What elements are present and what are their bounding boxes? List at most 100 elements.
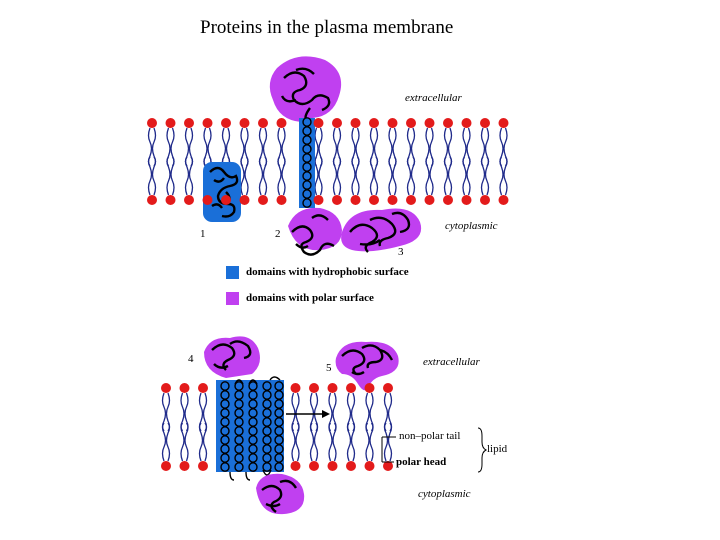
lipid-head xyxy=(498,195,509,205)
diagram-title: Proteins in the plasma membrane xyxy=(200,17,454,38)
lipid-tail xyxy=(188,156,194,196)
lipid-head xyxy=(327,461,338,471)
helix-turn xyxy=(248,462,258,472)
lipid-head xyxy=(239,118,250,128)
lipid-tail xyxy=(161,422,167,462)
lipid-tail xyxy=(202,422,208,462)
lipid-tail xyxy=(387,422,393,462)
lipid-head xyxy=(369,118,379,128)
lipid-tail xyxy=(244,156,249,196)
lipid-head xyxy=(424,195,435,205)
lipid-head xyxy=(147,118,157,128)
lipid-tail xyxy=(410,156,416,196)
helix-loop xyxy=(234,379,272,476)
lipid-head xyxy=(202,195,213,205)
lipid-head xyxy=(165,195,176,205)
legend-label-hydrophobic: domains with hydrophobic surface xyxy=(246,266,409,278)
lipid-head xyxy=(179,461,190,471)
label-cytoplasmic-bottom: cytoplasmic xyxy=(418,488,471,500)
protein-2-extracellular-chain xyxy=(280,67,331,121)
legend-swatch-hydrophobic xyxy=(226,266,239,279)
protein-number-2: 2 xyxy=(275,228,281,240)
lipid-head xyxy=(424,118,435,128)
helix-turn xyxy=(234,462,244,472)
lipid-tail xyxy=(198,422,204,462)
helix-turn xyxy=(262,462,272,472)
lipid-tail xyxy=(281,156,286,196)
lipid-tail xyxy=(406,156,412,196)
lipid-head xyxy=(364,383,375,393)
lipid-head xyxy=(258,195,268,205)
lipid-tail xyxy=(184,422,189,462)
lipid-head xyxy=(161,461,171,471)
top-lipid-tails xyxy=(147,127,508,196)
lipid-head xyxy=(350,195,361,205)
protein-4-helices xyxy=(220,376,284,481)
lipid-tail xyxy=(499,156,504,196)
protein-2-cytoplasmic-domain xyxy=(288,207,342,251)
lipid-head xyxy=(165,118,176,128)
lipid-tail xyxy=(355,156,360,196)
lipid-tail xyxy=(503,156,508,196)
lipid-tail xyxy=(373,156,379,196)
protein-3-polar-domain xyxy=(341,208,422,252)
lipid-tail xyxy=(332,156,338,196)
lipid-head xyxy=(161,383,171,393)
helix-turn xyxy=(274,462,284,472)
label-cytoplasmic-top: cytoplasmic xyxy=(445,220,498,232)
lipid-head xyxy=(309,383,319,393)
lipid-tail xyxy=(447,156,453,196)
lipid-tail xyxy=(240,156,245,196)
lipid-head xyxy=(480,118,490,128)
lipid-tail xyxy=(151,156,157,196)
lipid-tail xyxy=(480,156,486,196)
lipid-head xyxy=(387,118,398,128)
lipid-tail xyxy=(295,422,300,462)
lipid-head xyxy=(198,461,208,471)
lipid-tail xyxy=(180,422,185,462)
lipid-tail xyxy=(332,422,337,462)
lipid-head xyxy=(332,118,342,128)
lipid-tail xyxy=(346,422,352,462)
protein-2-helix xyxy=(302,117,312,208)
lipid-tail xyxy=(429,156,434,196)
protein-4-cytoplasmic-chain xyxy=(261,479,298,513)
lipid-head xyxy=(221,195,231,205)
lipid-head xyxy=(198,383,208,393)
label-lipid: lipid xyxy=(487,443,508,455)
lipid-head xyxy=(406,195,416,205)
lipid-head xyxy=(443,118,453,128)
lipid-tail xyxy=(314,156,319,196)
protein-2-cytoplasmic-chain xyxy=(291,214,335,256)
legend-label-polar: domains with polar surface xyxy=(246,292,374,304)
lipid-tail xyxy=(383,422,389,462)
pointer-arrowhead xyxy=(322,410,330,418)
lipid-tail xyxy=(291,422,296,462)
lipid-tail xyxy=(147,156,153,196)
protein-number-5: 5 xyxy=(326,362,332,374)
protein-number-3: 3 xyxy=(398,246,404,258)
lipid-head xyxy=(461,118,472,128)
label-extracellular-top: extracellular xyxy=(405,92,462,104)
label-polar-head: polar head xyxy=(396,456,447,468)
lipid-head xyxy=(184,195,194,205)
lipid-head xyxy=(147,195,157,205)
lipid-head xyxy=(369,195,379,205)
lipid-tail xyxy=(313,422,319,462)
lipid-tail xyxy=(258,156,264,196)
lipid-head xyxy=(346,383,356,393)
lipid-head xyxy=(313,118,324,128)
lipid-head xyxy=(406,118,416,128)
lipid-head xyxy=(327,383,338,393)
lipid-tail xyxy=(277,156,282,196)
lipid-head xyxy=(383,383,393,393)
lipid-tail xyxy=(165,422,171,462)
helix-turn xyxy=(302,198,312,208)
protein-number-1: 1 xyxy=(200,228,206,240)
protein-2-extracellular-domain xyxy=(269,56,342,122)
lipid-tail xyxy=(328,422,333,462)
lipid-head xyxy=(498,118,509,128)
protein-number-4: 4 xyxy=(188,353,194,365)
lipid-tail xyxy=(425,156,430,196)
top-lipid-heads xyxy=(147,118,509,205)
